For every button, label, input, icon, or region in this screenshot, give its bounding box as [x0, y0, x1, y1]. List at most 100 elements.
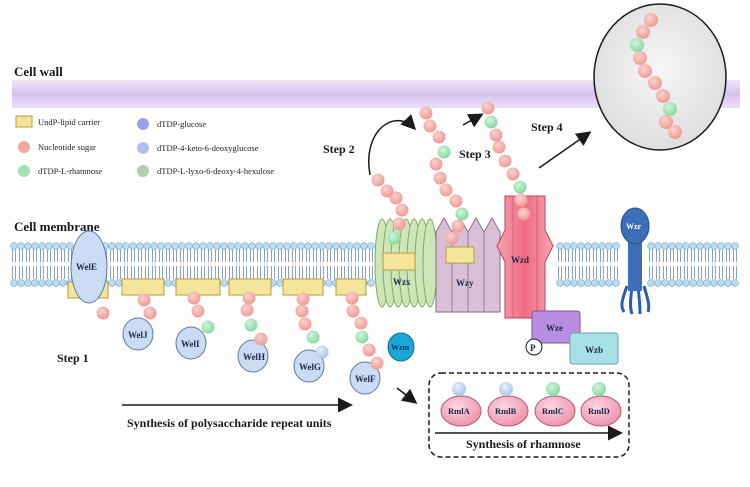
nucleotide-sugar [380, 184, 394, 198]
lipid-carrier [175, 278, 221, 296]
legend-label: dTDP-glucose [157, 119, 206, 129]
wzb-protein: Wzb [569, 332, 619, 365]
welh-protein: WelH [237, 339, 269, 373]
glucose-sugar [452, 382, 466, 396]
legend-item: dTDP-glucose [137, 118, 206, 130]
rhamnose-sugar [592, 382, 606, 396]
nucleotide-sugar [429, 157, 443, 171]
wzd-label: Wzd [511, 255, 529, 265]
legend-swatch [15, 115, 33, 128]
legend-item: dTDP-4-keto-6-deoxyglucose [137, 142, 259, 154]
nucleotide-sugar [187, 291, 201, 305]
wzy-lipid-carrier [445, 246, 475, 264]
nucleotide-sugar [191, 304, 205, 318]
nucleotide-sugar [143, 306, 157, 320]
wzr-protein: Wzr [620, 207, 651, 315]
legend-label: UndP-lipid carrier [38, 117, 100, 127]
nucleotide-sugar [451, 219, 465, 233]
legend-label: dTDP-4-keto-6-deoxyglucose [157, 143, 259, 153]
rml-enzyme-rmld: RmlD [580, 382, 622, 427]
rhamnose-sugar [546, 382, 560, 396]
rhamnose-sugar [455, 207, 469, 221]
nucleotide-sugar [445, 231, 459, 245]
nucleotide-sugar [298, 317, 312, 331]
legend-swatch [18, 141, 30, 153]
nucleotide-sugar [517, 207, 531, 221]
nucleotide-sugar [498, 154, 512, 168]
nucleotide-sugar [354, 316, 368, 330]
wzm-protein: Wzm [387, 332, 415, 362]
nucleotide-sugar [423, 119, 437, 133]
rhamnose-sugar [387, 231, 401, 245]
nucleotide-sugar [636, 25, 650, 39]
nucleotide-sugar [345, 291, 359, 305]
step1-label: Step 1 [57, 351, 89, 365]
nucleotide-sugar [346, 304, 360, 318]
cell-membrane-label: Cell membrane [14, 219, 100, 234]
nucleotide-sugar [254, 332, 268, 346]
rhamnose-sugar [437, 145, 451, 159]
cell-wall-label: Cell wall [14, 64, 63, 79]
step4-arrow [538, 131, 592, 169]
nucleotide-sugar [656, 89, 670, 103]
welh-label: WelH [243, 352, 265, 362]
nucleotide-sugar [395, 203, 409, 217]
wzx-label: Wzx [393, 277, 411, 287]
wze-protein: Wze [531, 310, 581, 344]
rml-label: RmlB [495, 406, 517, 416]
wze-label: Wze [546, 323, 563, 333]
magnified-view-circle [593, 3, 727, 151]
wzx-protein: Wzx [374, 218, 438, 308]
rhamnose-sugar [513, 180, 527, 194]
legend-item: UndP-lipid carrier [15, 115, 100, 128]
magnified-polysaccharide-chain [630, 13, 682, 139]
welg-label: WelG [299, 362, 321, 372]
to-rhamnose-arrow [396, 387, 418, 404]
legend-label: dTDP-L-lyxo-6-deoxy-4-hexulose [157, 166, 274, 176]
wzm-label: Wzm [391, 343, 410, 352]
nucleotide-sugar [659, 115, 673, 129]
wzb-label: Wzb [585, 345, 603, 355]
nucleotide-sugar [370, 356, 384, 370]
nucleotide-sugar [389, 191, 403, 205]
nucleotide-sugar [439, 183, 453, 197]
nucleotide-sugar [240, 303, 254, 317]
nucleotide-sugar [392, 217, 406, 231]
step3-label: Step 3 [459, 147, 491, 161]
nucleotide-sugar [506, 167, 520, 181]
nucleotide-sugar [96, 306, 110, 320]
welg-protein: WelG [293, 349, 325, 383]
rhamnose-sugar [306, 330, 320, 344]
weli-protein: WelI [175, 326, 207, 360]
nucleotide-sugar [638, 64, 652, 78]
welf-protein: WelF [349, 361, 381, 395]
rhamnose-sugar [244, 318, 258, 332]
step2-label: Step 2 [323, 142, 355, 156]
rml-enzyme-rmlc: RmlC [534, 382, 576, 427]
nucleotide-sugar [242, 291, 256, 305]
nucleotide-sugar [492, 140, 506, 154]
glucose-sugar [499, 382, 513, 396]
sugar-chains [96, 101, 531, 370]
rhamnose-sugar [484, 115, 498, 129]
nucleotide-sugar [489, 128, 503, 142]
legend-item: dTDP-L-lyxo-6-deoxy-4-hexulose [137, 165, 274, 177]
legend-item: Nucleotide sugar [18, 141, 96, 153]
wzr-label: Wzr [626, 222, 642, 231]
nucleotide-sugar [296, 292, 310, 306]
phosphate-label: P [530, 343, 536, 353]
rhamnose-caption: Synthesis of rhamnose [466, 437, 581, 451]
nucleotide-sugar [433, 171, 447, 185]
legend-swatch [18, 165, 30, 177]
legend-label: Nucleotide sugar [38, 142, 96, 152]
legend-label: dTDP-L-rhamnose [38, 166, 102, 176]
nucleotide-sugar [668, 125, 682, 139]
step4-label: Step 4 [531, 120, 563, 134]
rhamnose-sugar [630, 38, 644, 52]
wele-label: WelE [76, 262, 97, 272]
wzy-protein: Wzy [435, 216, 501, 313]
